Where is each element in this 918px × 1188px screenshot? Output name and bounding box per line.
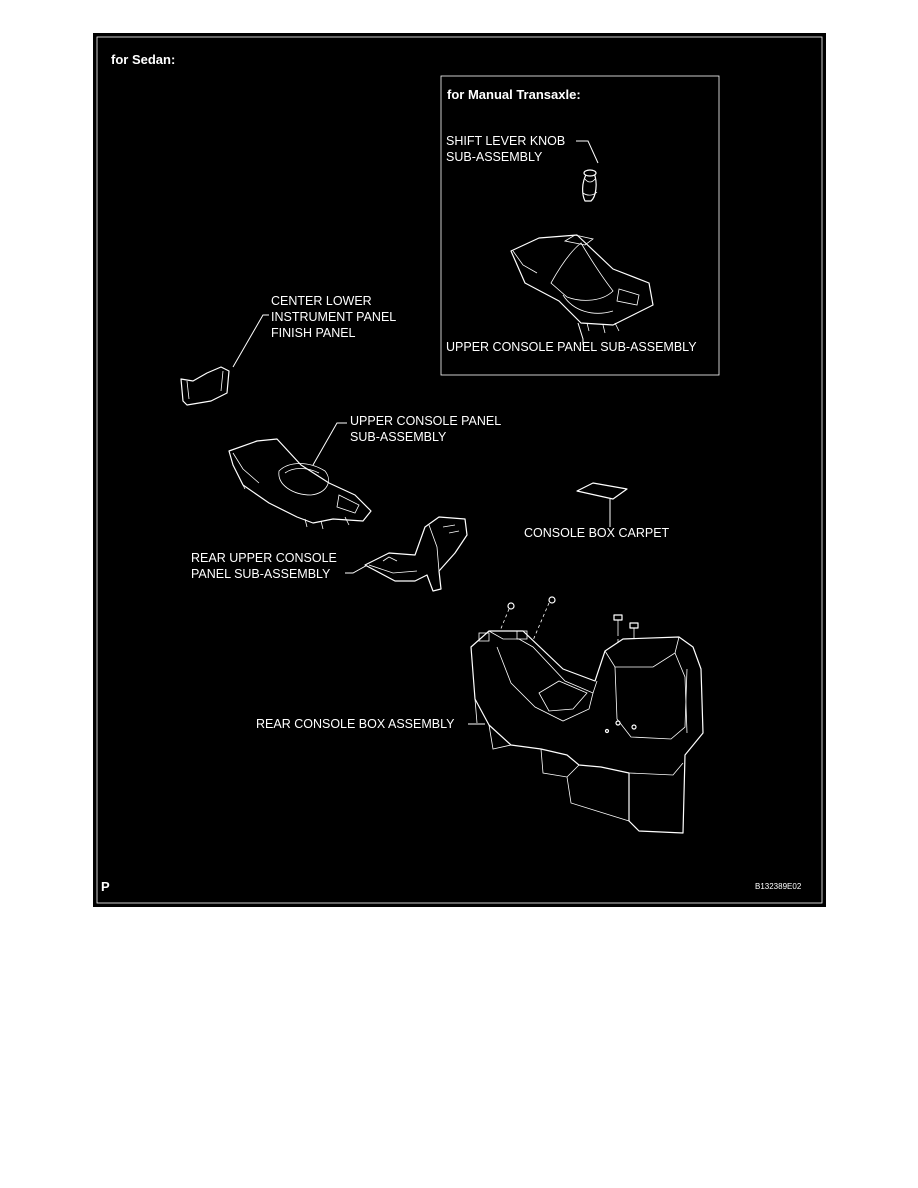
manual-transaxle-inset: for Manual Transaxle: SHIFT LEVER KNOB S…: [440, 75, 720, 376]
upper-console-panel-part: [228, 438, 372, 530]
rear-upper-console-panel-part: [364, 516, 468, 592]
corner-mark: P: [101, 879, 110, 894]
upper-console-mt-leader: [577, 322, 584, 345]
center-lower-leader: [232, 314, 269, 368]
diagram-frame: for Sedan: for Manual Transaxle: SHIFT L…: [93, 33, 826, 907]
screw-right: [530, 596, 556, 646]
upper-console-mt-label: UPPER CONSOLE PANEL SUB-ASSEMBLY: [446, 340, 697, 354]
shift-knob-label-line2: SUB-ASSEMBLY: [446, 150, 543, 164]
shift-knob-leader: [576, 140, 599, 164]
center-lower-label-line3: FINISH PANEL: [271, 326, 356, 340]
upper-console-panel-mt-part: [510, 234, 654, 334]
inset-box: [440, 75, 720, 376]
center-lower-label-line1: CENTER LOWER: [271, 294, 372, 308]
center-lower-label-line2: INSTRUMENT PANEL: [271, 310, 396, 324]
upper-console-label-line2: SUB-ASSEMBLY: [350, 430, 447, 444]
center-lower-finish-panel-part: [180, 366, 230, 406]
rear-upper-label-line2: PANEL SUB-ASSEMBLY: [191, 567, 331, 581]
rear-console-box-label: REAR CONSOLE BOX ASSEMBLY: [256, 717, 455, 731]
figure-code: B132389E02: [755, 882, 802, 891]
rear-upper-label-line1: REAR UPPER CONSOLE: [191, 551, 337, 565]
rear-console-box-part: [470, 596, 704, 834]
shift-knob-label-line1: SHIFT LEVER KNOB: [446, 134, 565, 148]
console-box-carpet-part: [576, 482, 628, 500]
section-title: for Sedan:: [111, 52, 175, 67]
upper-console-label-line1: UPPER CONSOLE PANEL: [350, 414, 501, 428]
upper-console-leader: [312, 422, 347, 466]
inset-title: for Manual Transaxle:: [447, 87, 581, 102]
console-carpet-label: CONSOLE BOX CARPET: [524, 526, 670, 540]
shift-lever-knob-part: [582, 169, 598, 202]
inner-border: [96, 36, 823, 904]
rear-upper-leader: [345, 562, 372, 574]
exploded-parts-diagram: for Sedan: for Manual Transaxle: SHIFT L…: [96, 36, 823, 904]
